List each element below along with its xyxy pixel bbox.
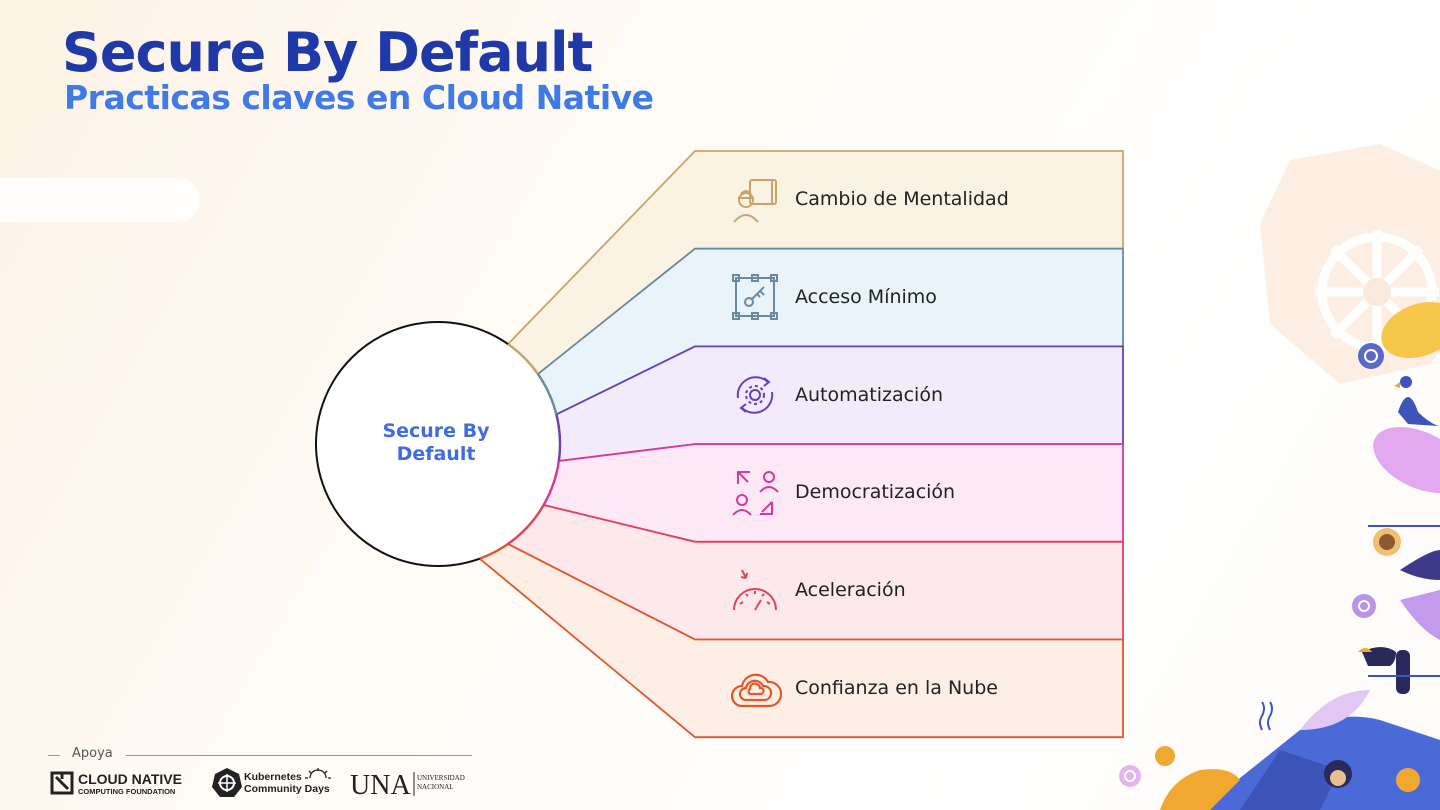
kubernetes-community-days-logo: Kubernetes Community Days bbox=[212, 768, 331, 797]
gear-cycle-icon bbox=[736, 376, 774, 414]
speedometer-icon bbox=[733, 569, 777, 611]
una-logo-text: UNA bbox=[350, 770, 411, 798]
una-logo-small2: NACIONAL bbox=[417, 783, 454, 791]
engineer-blueprint-icon bbox=[733, 179, 777, 223]
una-logo: UNA UNIVERSIDAD NACIONAL bbox=[350, 770, 465, 798]
apoya-label: Apoya bbox=[72, 746, 113, 761]
item-label-aceleracion: Aceleración bbox=[795, 579, 906, 601]
circle-arc-segment bbox=[555, 414, 562, 462]
footer-divider-right bbox=[126, 755, 472, 756]
circle-arc-segment bbox=[536, 373, 558, 415]
item-label-democratizacion: Democratización bbox=[795, 481, 956, 503]
circle-arc-segment bbox=[542, 460, 561, 506]
cncf-logo-line2: COMPUTING FOUNDATION bbox=[78, 787, 175, 796]
circle-arc-segment bbox=[507, 343, 539, 375]
kcd-logo-line2: Community Days bbox=[244, 783, 330, 795]
jungle-decoration-illustration bbox=[1119, 144, 1440, 810]
circle-arc-segment bbox=[507, 504, 545, 545]
page-subtitle: Practicas claves en Cloud Native bbox=[64, 78, 654, 117]
cncf-logo-line1: CLOUD NATIVE bbox=[78, 771, 182, 787]
cloud-icon bbox=[730, 673, 782, 708]
footer-sponsors: Apoya CLOUD NATIVE COMPUTING FOUNDATION … bbox=[48, 746, 478, 806]
page-title: Secure By Default bbox=[62, 21, 593, 84]
item-label-automatizacion: Automatización bbox=[795, 384, 944, 406]
una-logo-small1: UNIVERSIDAD bbox=[417, 774, 465, 782]
item-label-mentalidad: Cambio de Mentalidad bbox=[795, 188, 1009, 210]
item-label-acceso: Acceso Mínimo bbox=[795, 286, 937, 308]
item-label-confianza: Confianza en la Nube bbox=[795, 677, 998, 699]
key-frame-icon bbox=[732, 274, 778, 320]
cncf-logo: CLOUD NATIVE COMPUTING FOUNDATION bbox=[50, 771, 182, 796]
people-exchange-icon bbox=[732, 471, 779, 516]
decorative-cloud bbox=[0, 178, 200, 222]
footer-divider-left bbox=[48, 755, 60, 756]
kcd-logo-line1: Kubernetes bbox=[244, 771, 302, 783]
circle-arc-segment bbox=[479, 542, 509, 560]
